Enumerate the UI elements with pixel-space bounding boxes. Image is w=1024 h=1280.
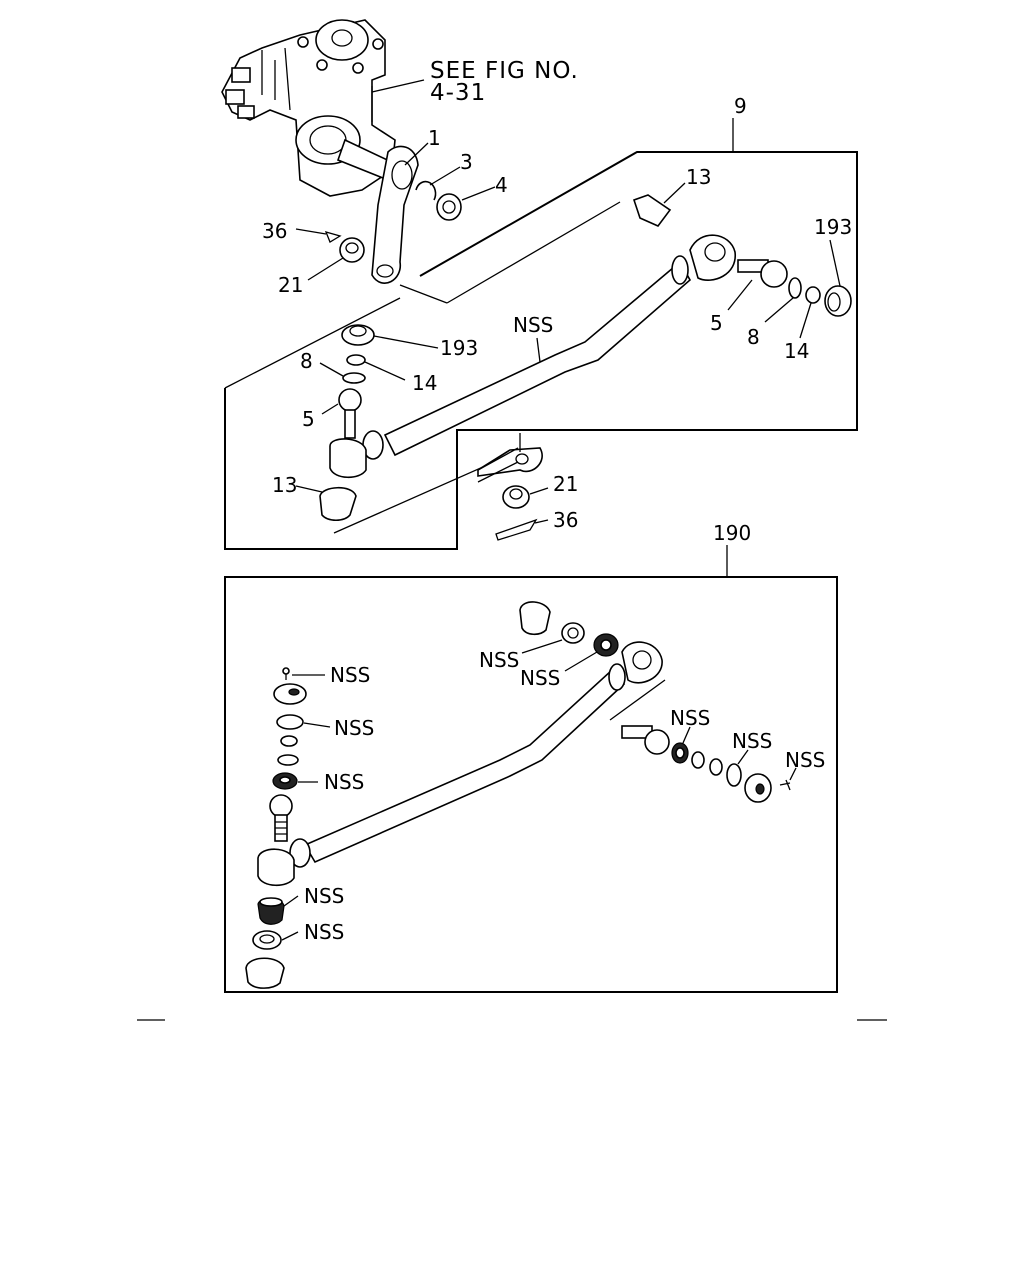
bushing-lower-left [252,930,282,950]
ball-stud-right [737,259,788,288]
steering-gear-box [221,19,400,197]
seal-ring-right [788,277,802,299]
end-plug-right [824,285,852,317]
boot-lower-left [245,957,285,989]
callout-8b: 8 [300,349,313,373]
dust-cover-right [632,194,672,227]
grease-fitting-right [779,779,791,791]
pitman-arm [371,145,419,284]
dust-cover-left [319,486,357,522]
boot-upper [519,601,551,636]
callout-5a: 5 [710,311,723,335]
dark-seal-right [671,742,689,764]
o-ring-right [726,763,742,787]
callout-nss-8: NSS [670,706,710,730]
reference-note-line1: SEE FIG NO. [430,58,579,84]
callout-36b: 36 [553,508,578,532]
castle-nut [339,237,365,263]
callout-8a: 8 [747,325,760,349]
callout-nss-5: NSS [324,770,364,794]
callout-nss-2: NSS [520,666,560,690]
pitman-nut [436,193,462,221]
callout-nss-6: NSS [304,884,344,908]
callout-nss-10: NSS [785,748,825,772]
callout-21a: 21 [278,273,303,297]
callout-nss-1: NSS [479,648,519,672]
drag-link-tube [329,234,736,479]
seal-ring-left [342,372,366,384]
lock-washer [415,180,437,201]
ball-stud-lower-right [621,725,670,755]
callout-193a: 193 [814,215,852,239]
assembly-label-9: 9 [734,94,747,118]
end-cap-lower-right [744,773,772,803]
cotter-pin [324,231,342,243]
assembly-9-frame [224,151,858,550]
washer-left [346,354,366,366]
callout-13b: 13 [272,473,297,497]
end-plug-left [341,324,375,346]
assembly-label-190: 190 [713,521,751,545]
callout-5b: 5 [302,407,315,431]
o-ring [276,714,304,730]
ball-stud-lower-left [269,794,293,842]
assembly-190-frame [224,576,838,993]
callout-193b: 193 [440,336,478,360]
drag-link-assembly-tube [257,641,663,887]
castle-nut-lower [502,485,530,509]
bushing-upper [561,622,585,644]
callout-NSS-a: NSS [513,313,553,337]
dark-seal-left [272,772,298,790]
end-cap-lower-left [273,683,307,705]
callout-nss-3: NSS [330,663,370,687]
callout-nss-7: NSS [304,920,344,944]
callout-4: 4 [495,173,508,197]
callout-21b: 21 [553,472,578,496]
cotter-pin-lower [495,518,538,541]
callout-1: 1 [428,126,441,150]
washer-right [805,286,821,304]
callout-3: 3 [460,150,473,174]
bushing-dark [593,633,619,657]
callout-36a: 36 [262,219,287,243]
reference-note-line2: 4-31 [430,80,486,106]
callout-13a: 13 [686,165,711,189]
ball-stud-left [338,388,362,439]
reference-leader [371,79,425,93]
callout-14a: 14 [784,339,809,363]
dark-boot-lower [257,897,285,925]
callout-nss-9: NSS [732,729,772,753]
callout-nss-4: NSS [334,716,374,740]
callout-14b: 14 [412,371,437,395]
